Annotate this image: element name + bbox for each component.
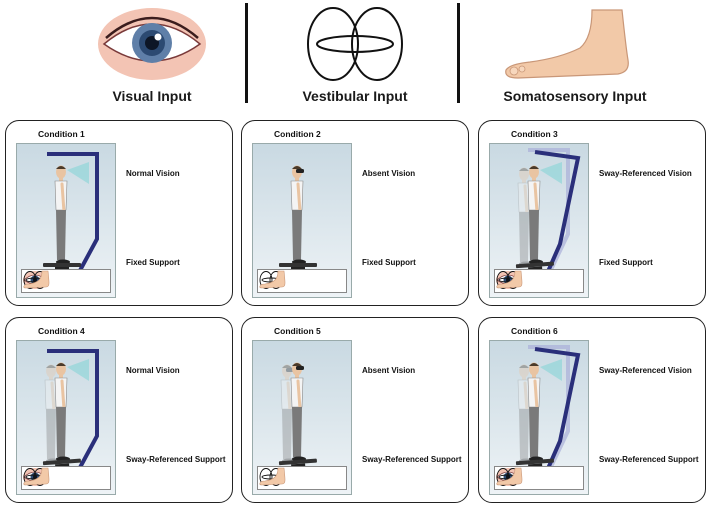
sense-icon-strip [257, 269, 347, 293]
support-condition-label: Sway-Referenced Support [126, 455, 226, 464]
divider [245, 3, 248, 103]
condition-title: Condition 1 [38, 129, 85, 139]
vision-condition-label: Normal Vision [126, 366, 180, 375]
foot-icon [496, 467, 523, 486]
sense-icon-strip [21, 269, 111, 293]
visual-input-label: Visual Input [112, 88, 192, 104]
sense-icon-strip [257, 466, 347, 490]
foot-icon [259, 467, 286, 486]
support-condition-label: Sway-Referenced Support [599, 455, 699, 464]
eye-icon [98, 8, 206, 80]
posture-scene [252, 143, 352, 298]
foot-icon [505, 9, 629, 79]
condition-title: Condition 3 [511, 129, 558, 139]
vision-condition-label: Absent Vision [362, 366, 416, 375]
vestibular-input-label: Vestibular Input [302, 88, 408, 104]
divider [457, 3, 460, 103]
posture-scene [16, 143, 116, 298]
vision-condition-label: Absent Vision [362, 169, 416, 178]
sense-icon-strip [494, 466, 584, 490]
somatosensory-input-label: Somatosensory Input [503, 88, 647, 104]
condition-title: Condition 5 [274, 326, 321, 336]
vestibular-icon [307, 7, 403, 81]
posture-scene [489, 340, 589, 495]
vision-condition-label: Sway-Referenced Vision [599, 169, 692, 178]
foot-icon [23, 270, 50, 289]
support-condition-label: Fixed Support [599, 258, 653, 267]
condition-title: Condition 6 [511, 326, 558, 336]
support-condition-label: Fixed Support [362, 258, 416, 267]
foot-icon [259, 270, 286, 289]
support-condition-label: Fixed Support [126, 258, 180, 267]
condition-title: Condition 2 [274, 129, 321, 139]
vision-condition-label: Sway-Referenced Vision [599, 366, 692, 375]
posture-scene [252, 340, 352, 495]
posture-scene [16, 340, 116, 495]
support-condition-label: Sway-Referenced Support [362, 455, 462, 464]
posture-scene [489, 143, 589, 298]
foot-icon [23, 467, 50, 486]
condition-title: Condition 4 [38, 326, 85, 336]
sense-icon-strip [494, 269, 584, 293]
sense-icon-strip [21, 466, 111, 490]
vision-condition-label: Normal Vision [126, 169, 180, 178]
foot-icon [496, 270, 523, 289]
